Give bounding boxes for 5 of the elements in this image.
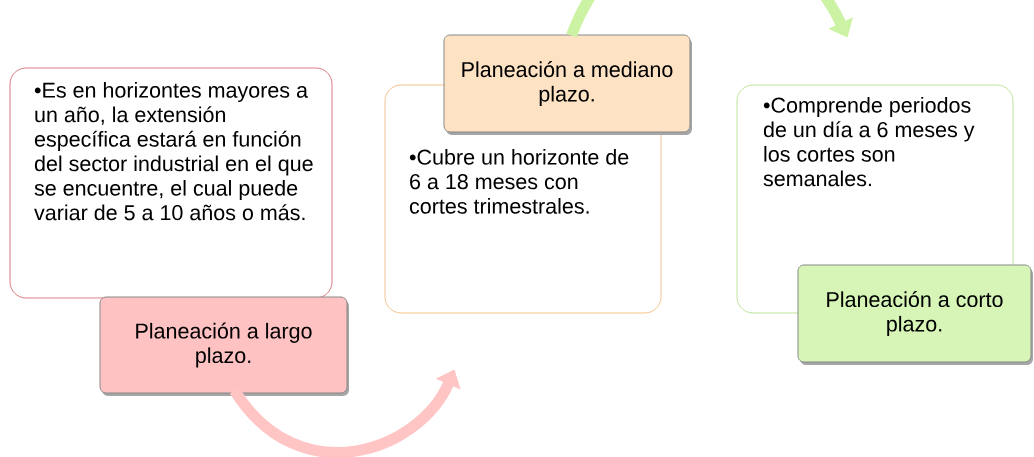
stage-title-box: Planeación a mediano plazo. [443,34,691,133]
stage-title-box: Planeación a corto plazo. [797,264,1032,363]
stage-title-box: Planeación a largo plazo. [99,296,348,394]
description-box: •Es en horizontes mayores a un año, la extensión específica estará en función del sector industrial en el que se encuentre, el cual puede variar de 5 a 10 años o más. [9,67,333,299]
curved-arrow [566,0,853,38]
